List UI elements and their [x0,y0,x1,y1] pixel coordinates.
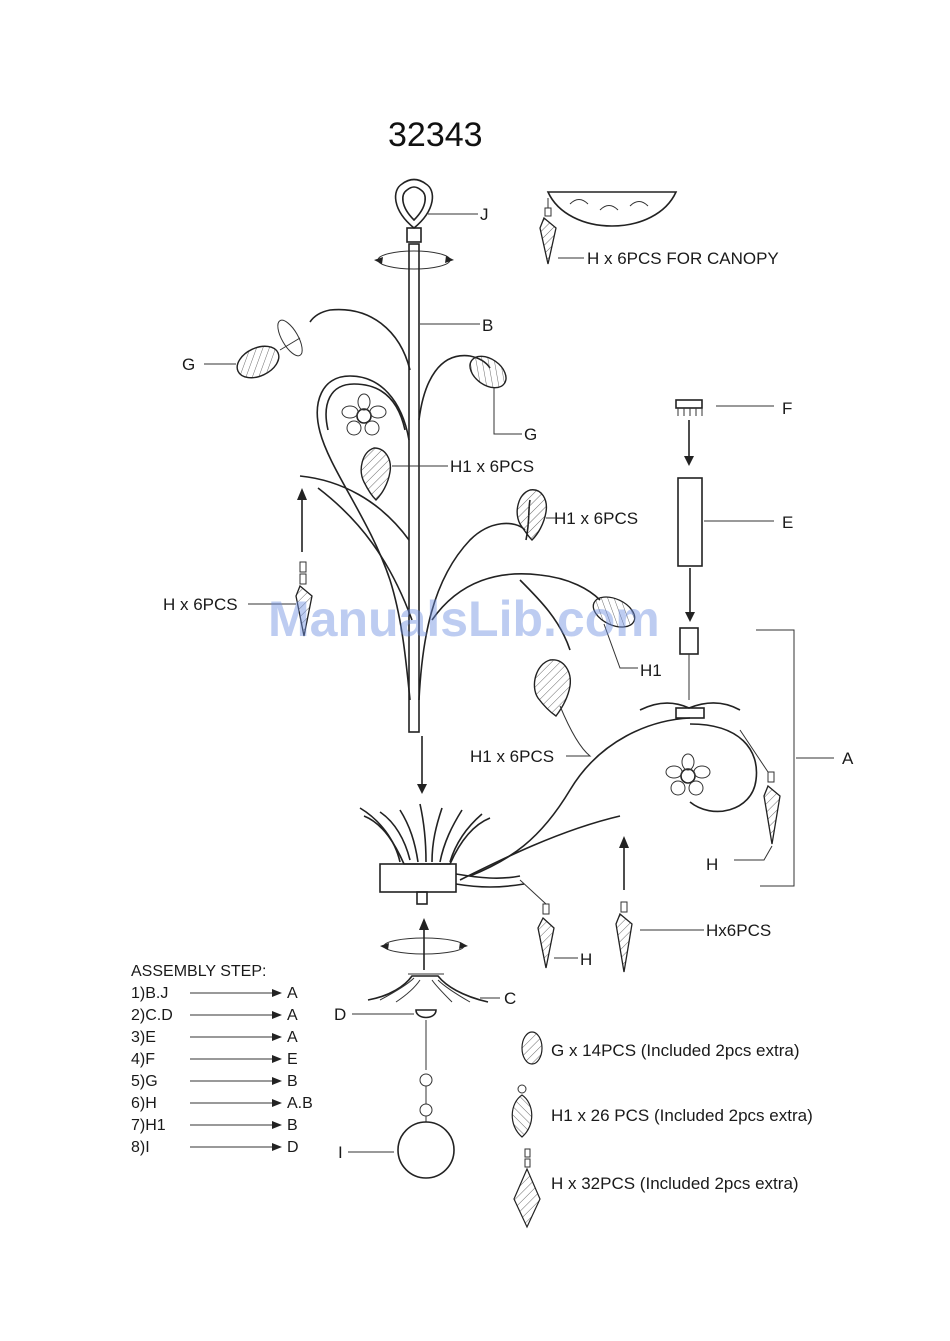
cup-c [368,974,500,1002]
assembly-step-target: A [287,1007,298,1024]
assembly-step-part: 7)H1 [131,1117,166,1134]
assembly-step-part: 2)C.D [131,1007,173,1024]
label-g-left: G [182,355,195,374]
assembly-step-part: 8)I [131,1139,150,1156]
crystal-h-arm-icon [734,772,780,860]
label-g-right: G [524,425,537,444]
assembly-step-target: D [287,1139,299,1156]
assembly-step-part: 6)H [131,1095,157,1112]
arrow-right-icon [272,1077,282,1085]
label-h-mid: H [580,950,592,969]
arrow-right-icon [272,1143,282,1151]
assembly-step-target: A [287,1029,298,1046]
assembly-step-row: 4)F E [131,1051,298,1068]
legend-row: G x 14PCS (Included 2pcs extra) [522,1032,800,1064]
assembly-step-part: 3)E [131,1029,156,1046]
arrow-right-icon [272,989,282,997]
part-e-icon [678,478,774,622]
bracket-a [756,630,834,886]
rotate-arrow-top-icon [374,251,454,269]
assembly-step-row: 7)H1 B [131,1117,298,1134]
label-h1-single: H1 [640,661,662,680]
legend-row: H x 32PCS (Included 2pcs extra) [514,1149,799,1227]
assembly-step-row: 2)C.D A [131,1007,298,1024]
crystal-h1-low-icon [534,660,590,756]
arrow-right-icon [272,1011,282,1019]
assembly-step-row: 3)E A [131,1029,298,1046]
assembly-step-row: 1)B.J A [131,985,298,1002]
crystal-h1-stem-icon [361,448,448,500]
label-j: J [480,205,489,224]
label-f: F [782,399,792,418]
arrow-right-icon [272,1033,282,1041]
hook-d [352,1010,436,1122]
arrow-right-icon [272,1055,282,1063]
label-e: E [782,513,793,532]
crystal-legend: G x 14PCS (Included 2pcs extra) H1 x 26 P… [512,1032,812,1227]
label-h1-low: H1 x 6PCS [470,747,554,766]
legend-text: H1 x 26 PCS (Included 2pcs extra) [551,1106,813,1125]
label-hx6: Hx6PCS [706,921,771,940]
watermark: ManualsLib.com [268,591,660,647]
assembly-step-part: 1)B.J [131,985,168,1002]
glass-ball-i [348,1122,454,1178]
legend-text: G x 14PCS (Included 2pcs extra) [551,1041,800,1060]
assembly-step-part: 4)F [131,1051,155,1068]
assembly-step-row: 8)I D [131,1139,299,1156]
finial-j [396,180,478,243]
assembly-step-target: B [287,1117,298,1134]
central-body [360,804,524,904]
flower-arm-icon [666,754,710,795]
assembly-step-target: A [287,985,298,1002]
upper-arm-left [300,376,412,700]
label-h1-mid: H1 x 6PCS [554,509,638,528]
assembly-steps-list: 1)B.J A 2)C.D A 3)E A 4)F E 5)G B 6)H A.B 7)H1 B 8)I D [131,985,313,1156]
part-f-icon [676,400,774,466]
label-h-left: H x 6PCS [163,595,238,614]
rotate-arrow-bottom-icon [380,918,468,970]
assembly-step-row: 5)G B [131,1073,298,1090]
crystal-g-right-icon [464,350,522,434]
arrow-right-icon [272,1099,282,1107]
crystal-h-body-icon [520,880,578,968]
label-c: C [504,989,516,1008]
assembly-step-part: 5)G [131,1073,158,1090]
flower-icon [342,394,386,435]
label-a: A [842,749,854,768]
model-number-title: 32343 [388,116,483,154]
assembly-step-target: E [287,1051,298,1068]
crystal-g-left-icon [204,317,307,384]
stem-b [409,244,480,732]
crystal-drop-g-icon [522,1032,542,1064]
assembly-step-target: B [287,1073,298,1090]
arrow-stem-to-body [417,736,427,794]
label-b: B [482,316,493,335]
label-d: D [334,1005,346,1024]
label-h-arm: H [706,855,718,874]
crystal-hx6-icon [616,836,704,972]
crystal-drop-h-icon [514,1149,540,1227]
legend-text: H x 32PCS (Included 2pcs extra) [551,1174,799,1193]
crystal-drop-h1-icon [512,1085,532,1137]
assembly-heading: ASSEMBLY STEP: [131,963,266,980]
label-h1-top: H1 x 6PCS [450,457,534,476]
label-canopy-h: H x 6PCS FOR CANOPY [587,249,779,268]
arrow-right-icon [272,1121,282,1129]
label-i: I [338,1143,343,1162]
legend-row: H1 x 26 PCS (Included 2pcs extra) [512,1085,812,1137]
assembly-step-row: 6)H A.B [131,1095,313,1112]
assembly-step-target: A.B [287,1095,313,1112]
